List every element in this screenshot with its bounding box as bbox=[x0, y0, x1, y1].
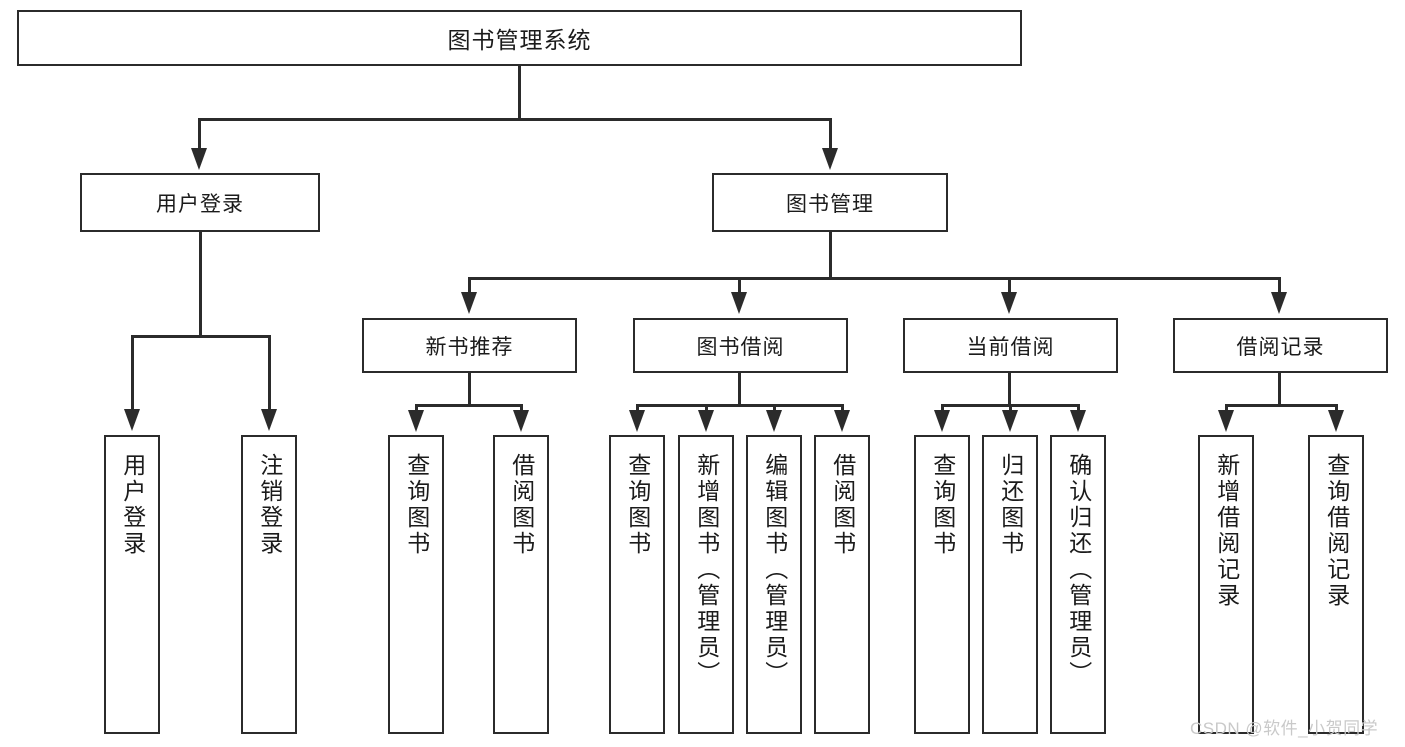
leaf-return-book[interactable]: 归还图书 bbox=[982, 435, 1038, 734]
node-label: 图书管理 bbox=[786, 192, 874, 216]
connector-bookmgmt-to-current bbox=[1008, 277, 1011, 294]
node-label: 查询图书 bbox=[929, 453, 956, 557]
leaf-add-borrow-record[interactable]: 新增借阅记录 bbox=[1198, 435, 1254, 734]
connector-bookmgmt-to-new bbox=[468, 277, 471, 294]
arrow-down-icon bbox=[1218, 410, 1234, 432]
connector-root-to-login bbox=[198, 118, 201, 150]
node-label: 确认归还（管理员） bbox=[1065, 453, 1092, 687]
connector-bookborrow-to-leaf4 bbox=[841, 404, 844, 412]
leaf-query-book-new[interactable]: 查询图书 bbox=[388, 435, 444, 734]
node-user-login[interactable]: 用户登录 bbox=[80, 173, 320, 232]
arrow-down-icon bbox=[731, 292, 747, 314]
connector-newbook-bus bbox=[415, 404, 523, 407]
connector-bookborrow-stem bbox=[738, 373, 741, 404]
node-label: 用户登录 bbox=[156, 192, 244, 216]
node-label: 新书推荐 bbox=[425, 335, 514, 359]
connector-bookborrow-to-leaf3 bbox=[773, 404, 776, 412]
connector-login-to-leaf1 bbox=[131, 335, 134, 411]
arrow-down-icon bbox=[408, 410, 424, 432]
connector-root-stem bbox=[518, 66, 521, 118]
node-label: 注销登录 bbox=[256, 453, 283, 557]
node-new-book-recommend[interactable]: 新书推荐 bbox=[362, 318, 577, 373]
arrow-down-icon bbox=[261, 409, 277, 431]
connector-records-to-leaf1 bbox=[1225, 404, 1228, 412]
connector-currentborrow-to-leaf2 bbox=[1009, 404, 1012, 412]
leaf-query-book-borrow[interactable]: 查询图书 bbox=[609, 435, 665, 734]
arrow-down-icon bbox=[698, 410, 714, 432]
node-book-management[interactable]: 图书管理 bbox=[712, 173, 948, 232]
node-label: 归还图书 bbox=[997, 453, 1024, 557]
node-label: 借阅图书 bbox=[829, 453, 856, 557]
arrow-down-icon bbox=[1070, 410, 1086, 432]
arrow-down-icon bbox=[629, 410, 645, 432]
leaf-query-borrow-record[interactable]: 查询借阅记录 bbox=[1308, 435, 1364, 734]
connector-bookmgmt-bus bbox=[468, 277, 1280, 280]
connector-bookborrow-to-leaf2 bbox=[705, 404, 708, 412]
arrow-down-icon bbox=[822, 148, 838, 170]
connector-root-to-bookmgmt bbox=[829, 118, 832, 150]
node-current-borrow[interactable]: 当前借阅 bbox=[903, 318, 1118, 373]
node-label: 查询图书 bbox=[624, 453, 651, 557]
node-label: 图书管理系统 bbox=[447, 27, 592, 53]
leaf-edit-book-admin[interactable]: 编辑图书（管理员） bbox=[746, 435, 802, 734]
leaf-borrow-book-new[interactable]: 借阅图书 bbox=[493, 435, 549, 734]
connector-currentborrow-stem bbox=[1008, 373, 1011, 404]
connector-currentborrow-to-leaf3 bbox=[1077, 404, 1080, 412]
connector-newbook-stem bbox=[468, 373, 471, 404]
arrow-down-icon bbox=[1002, 410, 1018, 432]
arrow-down-icon bbox=[934, 410, 950, 432]
leaf-add-book-admin[interactable]: 新增图书（管理员） bbox=[678, 435, 734, 734]
connector-records-bus bbox=[1225, 404, 1338, 407]
arrow-down-icon bbox=[834, 410, 850, 432]
leaf-confirm-return-admin[interactable]: 确认归还（管理员） bbox=[1050, 435, 1106, 734]
arrow-down-icon bbox=[191, 148, 207, 170]
connector-records-stem bbox=[1278, 373, 1281, 404]
node-label: 查询图书 bbox=[403, 453, 430, 557]
arrow-down-icon bbox=[461, 292, 477, 314]
csdn-watermark: CSDN @软件_小贺同学 bbox=[1190, 719, 1379, 738]
connector-login-to-leaf2 bbox=[268, 335, 271, 411]
node-label: 用户登录 bbox=[119, 453, 146, 557]
connector-root-bus bbox=[198, 118, 832, 121]
leaf-query-book-current[interactable]: 查询图书 bbox=[914, 435, 970, 734]
connector-login-stem bbox=[199, 232, 202, 335]
arrow-down-icon bbox=[1328, 410, 1344, 432]
arrow-down-icon bbox=[1001, 292, 1017, 314]
connector-records-to-leaf2 bbox=[1335, 404, 1338, 412]
connector-newbook-to-leaf1 bbox=[415, 404, 418, 412]
node-label: 编辑图书（管理员） bbox=[761, 453, 788, 687]
connector-bookmgmt-to-records bbox=[1278, 277, 1281, 294]
connector-bookborrow-bus bbox=[636, 404, 843, 407]
node-label: 借阅记录 bbox=[1236, 335, 1325, 359]
leaf-borrow-book[interactable]: 借阅图书 bbox=[814, 435, 870, 734]
node-root-system[interactable]: 图书管理系统 bbox=[17, 10, 1022, 66]
node-borrow-records[interactable]: 借阅记录 bbox=[1173, 318, 1388, 373]
node-label: 新增借阅记录 bbox=[1213, 453, 1240, 609]
connector-bookborrow-to-leaf1 bbox=[636, 404, 639, 412]
connector-login-bus bbox=[131, 335, 271, 338]
connector-bookmgmt-to-borrow bbox=[738, 277, 741, 294]
connector-newbook-to-leaf2 bbox=[520, 404, 523, 412]
arrow-down-icon bbox=[1271, 292, 1287, 314]
leaf-user-login[interactable]: 用户登录 bbox=[104, 435, 160, 734]
connector-bookmgmt-stem bbox=[829, 232, 832, 277]
node-book-borrow[interactable]: 图书借阅 bbox=[633, 318, 848, 373]
node-label: 查询借阅记录 bbox=[1323, 453, 1350, 609]
connector-currentborrow-to-leaf1 bbox=[941, 404, 944, 412]
node-label: 当前借阅 bbox=[966, 335, 1055, 359]
node-label: 借阅图书 bbox=[508, 453, 535, 557]
node-label: 图书借阅 bbox=[696, 335, 785, 359]
arrow-down-icon bbox=[513, 410, 529, 432]
arrow-down-icon bbox=[124, 409, 140, 431]
leaf-logout[interactable]: 注销登录 bbox=[241, 435, 297, 734]
arrow-down-icon bbox=[766, 410, 782, 432]
node-label: 新增图书（管理员） bbox=[693, 453, 720, 687]
